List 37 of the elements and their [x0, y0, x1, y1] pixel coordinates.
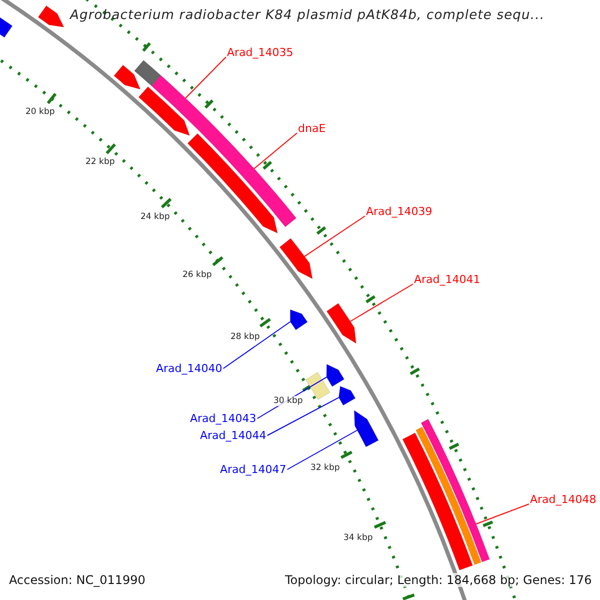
gene-segment — [326, 364, 344, 387]
gene-label: Arad_14048 — [530, 493, 596, 506]
leader-line — [222, 321, 291, 369]
leader-line — [476, 504, 530, 524]
accession-text: Accession: NC_011990 — [9, 573, 146, 587]
title: Agrobacterium radiobacter K84 plasmid pAtK84b, complete sequ... — [70, 8, 545, 23]
gene-segment — [326, 303, 356, 344]
leader-line — [304, 216, 366, 257]
leader-line — [254, 132, 298, 170]
gene-segment — [338, 386, 356, 406]
scale-label: 28 kbp — [230, 332, 260, 342]
gene-segment — [151, 75, 210, 132]
scale-label: 34 kbp — [344, 533, 373, 543]
gene-label: Arad_14041 — [414, 273, 480, 286]
leader-line — [185, 56, 226, 99]
gene-label: Arad_14035 — [227, 46, 294, 59]
gene-label: Arad_14043 — [190, 412, 256, 425]
summary-text: Topology: circular; Length: 184,668 bp; Genes: 176 — [285, 573, 592, 587]
gene-label: Arad_14044 — [200, 429, 266, 442]
gene-label: Arad_14047 — [220, 463, 286, 476]
gene-segment — [279, 238, 313, 279]
gene-label: Arad_14040 — [156, 362, 222, 375]
scale-label: 20 kbp — [26, 107, 55, 117]
scale-label: 32 kbp — [310, 463, 340, 473]
gene-segment — [290, 309, 308, 330]
scale-label: 24 kbp — [140, 212, 170, 222]
gene-label: Arad_14039 — [366, 205, 432, 218]
gene-segment — [420, 418, 490, 562]
leader-line — [266, 397, 340, 436]
scale-label: 26 kbp — [182, 270, 212, 280]
leader-line — [286, 430, 358, 470]
leader-line — [350, 284, 414, 322]
scale-label: 22 kbp — [86, 157, 115, 167]
gene-label: dnaE — [298, 122, 326, 135]
scale-label: 30 kbp — [274, 396, 303, 406]
gene-segment — [354, 410, 379, 448]
gene-segment — [199, 121, 296, 228]
